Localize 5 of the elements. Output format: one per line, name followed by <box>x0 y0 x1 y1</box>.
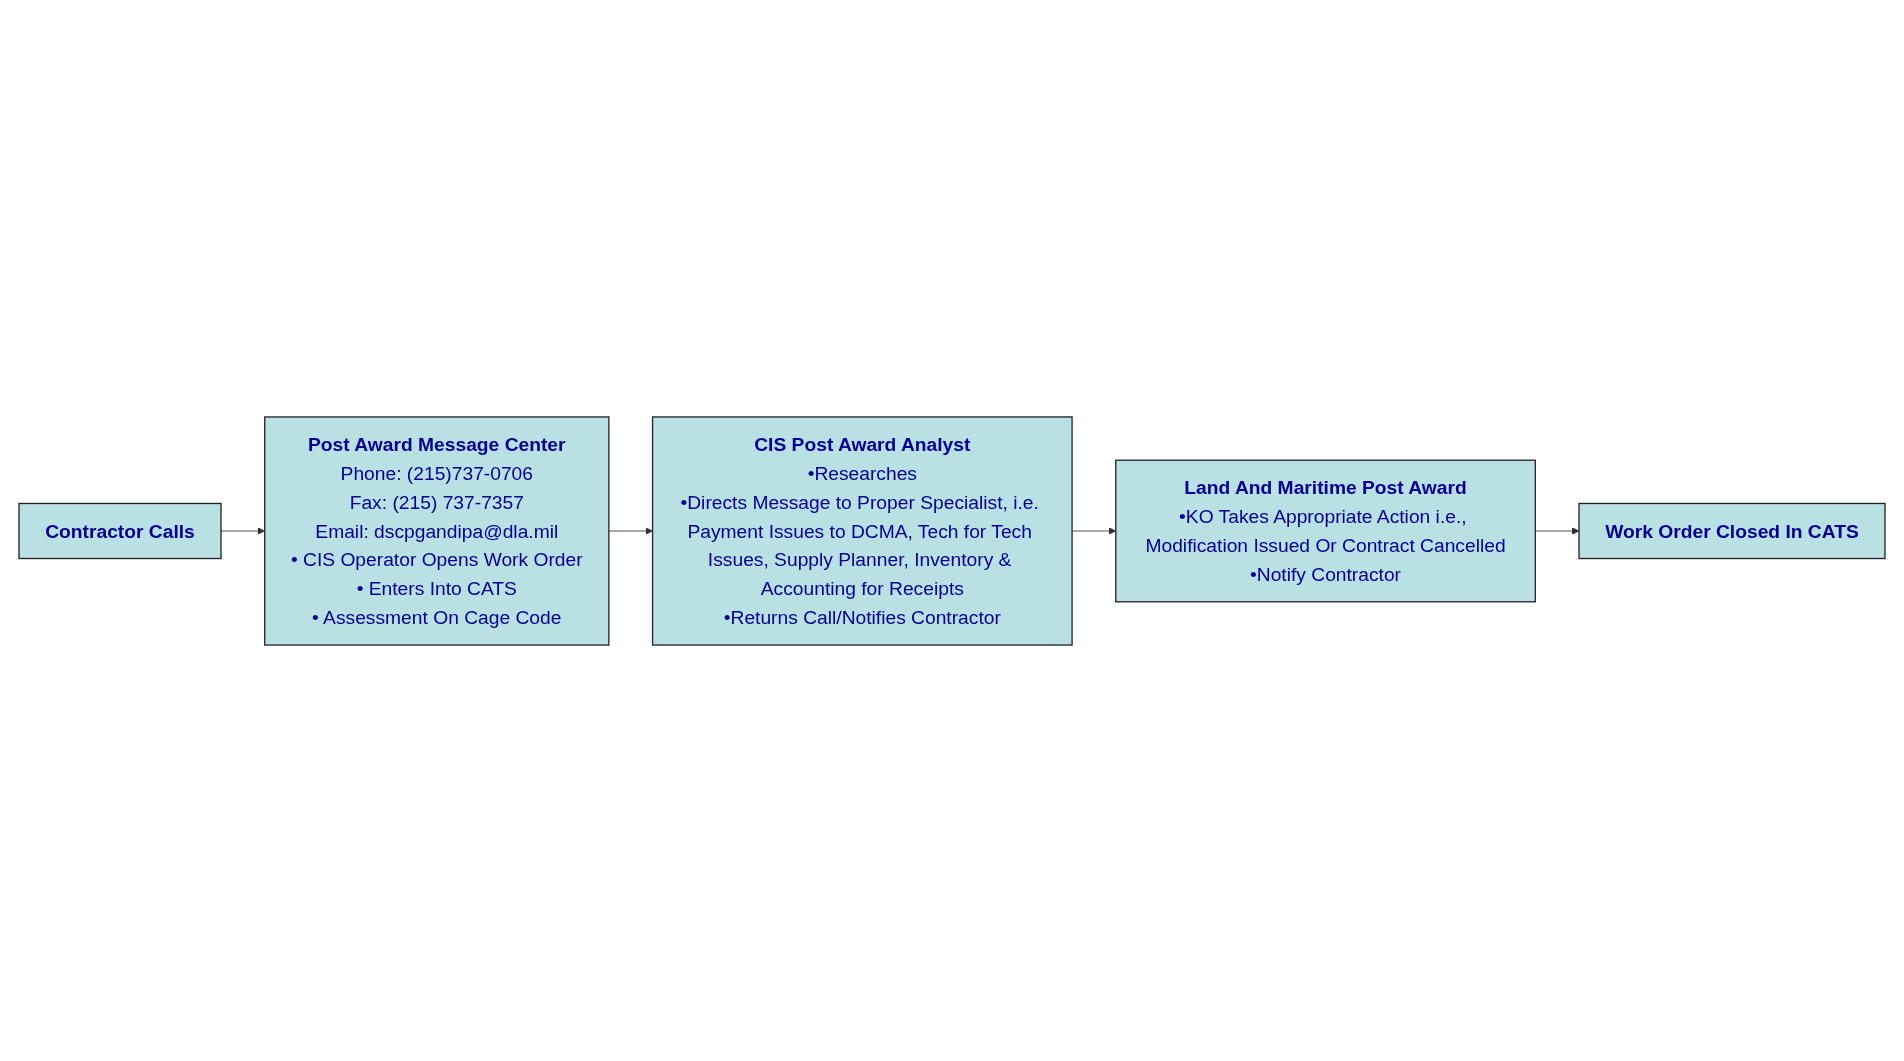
node-box: Work Order Closed In CATS <box>1578 502 1886 559</box>
node-box: Post Award Message Center Phone: (215)737-0706 Fax: (215) 737-7357 Email: dscpgandipa@dla.mil • CIS Operator Opens Work Order • Enters Into CATS • Assessment On Cage Code <box>264 415 610 646</box>
node-box: Land And Maritime Post Award •KO Takes Appropriate Action i.e., Modification Issued Or Contract Cancelled •Notify Contractor <box>1115 459 1536 602</box>
node-box: CIS Post Award Analyst •Researches •Directs Message to Proper Specialist, i.e. Payment Issues to DCMA, Tech for Tech Issues, Supply Planner, Inventory & Accounting for Receipts •Returns Call/Notifies Contractor <box>651 415 1073 646</box>
node-box: Contractor Calls <box>18 502 222 559</box>
